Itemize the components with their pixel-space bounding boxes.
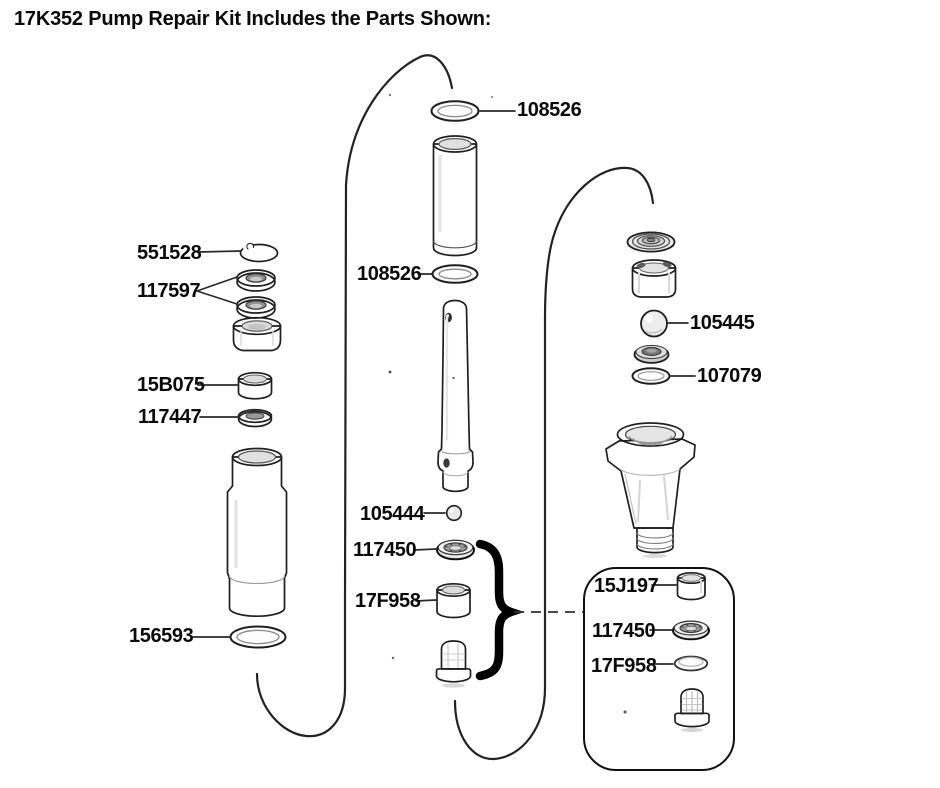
- part-gland-17F958: [436, 582, 471, 619]
- part-label-108526-top: 108526: [517, 99, 582, 121]
- part-ball-105444: [445, 504, 463, 522]
- leader-line: [415, 599, 437, 602]
- part-label-105444: 105444: [360, 503, 425, 525]
- part-label-117447: 117447: [138, 406, 202, 428]
- part-ring-17F958-inset: [673, 655, 709, 672]
- part-spring-disc: [626, 231, 676, 253]
- leader-line: [197, 250, 242, 253]
- brace: [475, 539, 525, 681]
- leader-lines: [191, 110, 696, 665]
- part-seal-dark: [633, 344, 670, 364]
- part-o-ring-107079: [631, 367, 671, 385]
- part-label-117450-inset: 117450: [592, 620, 656, 642]
- part-label-105445: 105445: [690, 312, 755, 334]
- page-title: 17K352 Pump Repair Kit Includes the Part…: [14, 8, 492, 30]
- sweep-curve-right: [453, 166, 655, 761]
- part-label-117450: 117450: [353, 539, 417, 561]
- part-ball-105445: [640, 309, 668, 338]
- part-label-107079: 107079: [697, 365, 762, 387]
- part-packing-washer-117597-lower: [236, 296, 276, 319]
- part-seal-117450: [436, 539, 475, 561]
- leader-line: [413, 548, 437, 551]
- part-packing-nut: [232, 316, 282, 352]
- part-piston-rod: [437, 299, 474, 493]
- part-cage: [631, 259, 677, 298]
- speckles: [388, 93, 627, 714]
- part-label-156593: 156593: [129, 625, 194, 647]
- inset-box: [583, 567, 735, 771]
- part-label-17F958: 17F958: [355, 590, 421, 612]
- leader-line: [196, 276, 238, 292]
- part-o-ring-156593: [229, 625, 287, 649]
- part-gland-15B075: [237, 371, 273, 400]
- part-label-551528: 551528: [137, 242, 202, 264]
- part-label-15J197: 15J197: [594, 575, 659, 597]
- part-label-15B075: 15B075: [137, 374, 205, 396]
- part-seal-washer-117447: [237, 408, 273, 428]
- part-label-17F958-inset: 17F958: [591, 655, 657, 677]
- sweep-curve-left: [255, 54, 454, 738]
- part-gland-15J197-inset: [676, 571, 706, 601]
- part-retaining-ring-551528: [239, 239, 279, 263]
- part-pump-sleeve: [226, 447, 288, 618]
- part-valve-seat-center: [435, 640, 472, 688]
- part-seal-117450-inset: [672, 620, 710, 641]
- part-packing-washer-117597-upper: [236, 269, 276, 292]
- part-label-117597: 117597: [137, 280, 201, 302]
- part-label-108526-mid: 108526: [357, 263, 422, 285]
- part-o-ring-108526-top: [430, 100, 480, 122]
- part-cylinder-sleeve: [432, 135, 478, 257]
- part-valve-seat-inset: [674, 688, 710, 732]
- part-intake-valve-housing: [605, 422, 696, 558]
- part-o-ring-108526-mid: [431, 264, 479, 284]
- leader-line: [196, 290, 238, 305]
